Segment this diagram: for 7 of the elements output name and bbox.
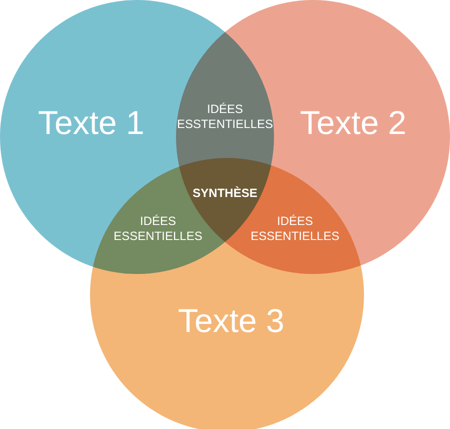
circle-title: Texte 2 xyxy=(300,104,406,142)
overlap-label: IDÉES ESSENTIELLES xyxy=(250,214,340,244)
circle-title: Texte 1 xyxy=(38,104,144,142)
circle-title: Texte 3 xyxy=(178,302,284,340)
overlap-label: IDÉES ESSENTIELLES xyxy=(112,214,204,244)
center-label: SYNTHÈSE xyxy=(192,186,258,201)
overlap-label: IDÉES ESSTENTIELLES xyxy=(176,102,274,132)
